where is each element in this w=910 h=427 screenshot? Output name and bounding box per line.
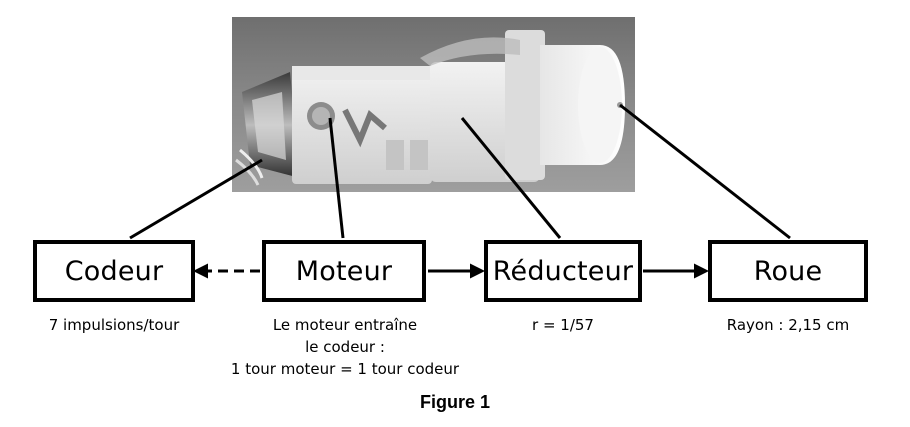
note-reducteur: r = 1/57 — [532, 316, 594, 334]
leader-line-codeur — [129, 158, 263, 240]
note-moteur-line3: 1 tour moteur = 1 tour codeur — [230, 360, 460, 378]
note-moteur: Le moteur entraîne le codeur : 1 tour mo… — [190, 314, 500, 380]
note-moteur-line1: Le moteur entraîne — [272, 316, 418, 334]
note-moteur-line2: le codeur : — [305, 338, 385, 356]
leader-line-roue — [619, 103, 791, 240]
note-codeur: 7 impulsions/tour — [48, 316, 180, 334]
block-reducteur: Réducteur — [484, 240, 642, 302]
note-roue: Rayon : 2,15 cm — [726, 316, 850, 334]
leader-line-reducteur — [460, 117, 562, 239]
block-roue: Roue — [708, 240, 868, 302]
block-moteur: Moteur — [262, 240, 426, 302]
figure-title: Figure 1 — [419, 392, 490, 412]
block-codeur: Codeur — [33, 240, 195, 302]
leader-line-moteur — [328, 117, 345, 239]
